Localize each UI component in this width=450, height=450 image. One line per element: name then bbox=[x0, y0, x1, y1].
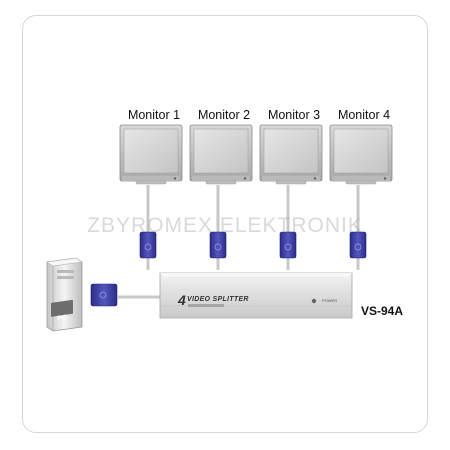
monitor-2-label: Monitor 2 bbox=[197, 108, 251, 122]
power-label: POWER bbox=[322, 298, 338, 303]
vga-connector-2 bbox=[209, 231, 227, 259]
diagram-frame bbox=[22, 15, 428, 433]
monitor-1-label: Monitor 1 bbox=[127, 108, 181, 122]
monitor-2 bbox=[189, 124, 253, 185]
watermark-text: ZBYROMEX ELEKTRONIK bbox=[87, 214, 363, 237]
vga-connector-pc bbox=[90, 283, 118, 307]
power-led-icon bbox=[311, 298, 317, 304]
vga-connector-1 bbox=[139, 231, 157, 259]
model-label: VS-94A bbox=[361, 304, 404, 318]
video-splitter bbox=[159, 272, 353, 319]
monitor-1 bbox=[119, 124, 183, 185]
pc-badge bbox=[51, 299, 73, 317]
monitor-3 bbox=[259, 124, 323, 185]
monitor-4 bbox=[329, 124, 393, 185]
vga-connector-3 bbox=[279, 231, 297, 259]
splitter-product-text: VIDEO SPLITTER bbox=[187, 296, 249, 303]
vga-connector-4 bbox=[349, 231, 367, 259]
pc-tower bbox=[46, 257, 83, 332]
monitor-4-label: Monitor 4 bbox=[337, 108, 391, 122]
splitter-port-count: 4 bbox=[178, 292, 186, 308]
monitor-3-label: Monitor 3 bbox=[267, 108, 321, 122]
